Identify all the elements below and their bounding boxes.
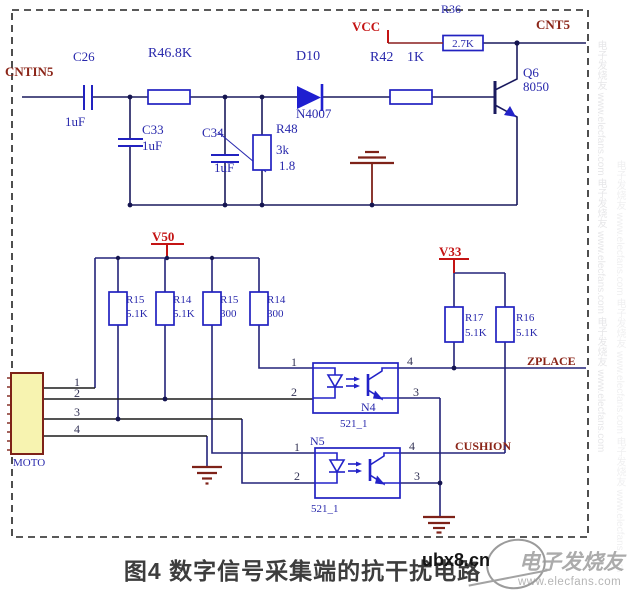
power-label-vcc: VCC bbox=[352, 19, 380, 34]
power-label-v33: V33 bbox=[439, 244, 462, 259]
n4-pin-1: 1 bbox=[291, 355, 297, 369]
val-n4: 521_1 bbox=[340, 418, 368, 430]
schematic-dashed-border bbox=[11, 9, 589, 538]
watermark-side-column-2: 电子发烧友 www.elecfans.com 电子发烧友 www.elecfan… bbox=[614, 160, 625, 573]
ref-r42: R42 bbox=[370, 50, 393, 65]
watermark-elecfans-url: www.elecfans.com bbox=[518, 576, 622, 588]
mid-section-wires bbox=[94, 257, 586, 517]
val-r17: 5.1K bbox=[465, 327, 487, 339]
val-r15a: 5.1K bbox=[126, 308, 148, 320]
n5-pin-1: 1 bbox=[294, 440, 300, 454]
n5-pin-3: 3 bbox=[414, 469, 420, 483]
resistor-r48 bbox=[252, 134, 272, 171]
capacitor-c34 bbox=[211, 154, 239, 163]
ground-top-icon bbox=[350, 150, 394, 205]
top-section-wires bbox=[22, 42, 586, 206]
resistor-r42 bbox=[389, 89, 433, 105]
ref-r46: R46.8K bbox=[148, 46, 192, 61]
val-d10: N4007 bbox=[296, 106, 332, 121]
ref-r16: R16 bbox=[516, 312, 535, 324]
capacitor-c26 bbox=[83, 85, 93, 110]
ref-n4: N4 bbox=[361, 400, 376, 414]
transistor-q6-emitter-arrow bbox=[504, 106, 516, 117]
resistor-r46 bbox=[147, 89, 191, 105]
net-label-cushion: CUSHION bbox=[455, 439, 511, 453]
ref-r48: R48 bbox=[276, 121, 298, 136]
junction-dots bbox=[115, 40, 520, 486]
n4-pin-3: 3 bbox=[413, 385, 419, 399]
watermark-side-column-1: 电子发烧友 www.elecfans.com 电子发烧友 www.elecfan… bbox=[595, 40, 606, 453]
capacitor-c33 bbox=[118, 138, 143, 147]
power-label-v50: V50 bbox=[152, 229, 174, 244]
watermark-elecfans-brand: 电子发烧友 bbox=[519, 551, 624, 574]
val-r42: 1K bbox=[407, 50, 424, 65]
ref-moto: MOTO bbox=[13, 457, 45, 469]
pin-numbers: 1 2 3 4 1 2 4 3 1 2 4 3 bbox=[74, 354, 420, 483]
diode-d10 bbox=[297, 84, 324, 111]
val-r15b: 300 bbox=[220, 308, 237, 320]
ref-c33: C33 bbox=[142, 122, 164, 137]
ref-r15a: R15 bbox=[126, 294, 145, 306]
figure-caption: 图4 数字信号采集端的抗干扰电路 bbox=[123, 558, 482, 584]
ref-q6: Q6 bbox=[523, 65, 539, 80]
ref-c26: C26 bbox=[73, 49, 95, 64]
conn-pin-1: 1 bbox=[74, 375, 80, 389]
net-label-cnt5: CNT5 bbox=[536, 17, 570, 32]
val-n5: 521_1 bbox=[311, 503, 339, 515]
ref-r17: R17 bbox=[465, 312, 484, 324]
net-label-zplace: ZPLACE bbox=[527, 354, 576, 368]
v33-branch bbox=[439, 258, 469, 273]
n5-pin-2: 2 bbox=[294, 469, 300, 483]
conn-pin-2: 2 bbox=[74, 386, 80, 400]
ref-r36: R36 bbox=[441, 2, 461, 16]
optocoupler-n4 bbox=[311, 361, 400, 415]
vcc-branch bbox=[387, 30, 443, 44]
pullup-resistors bbox=[108, 291, 515, 343]
val-q6: 8050 bbox=[523, 79, 549, 94]
conn-pin-3: 3 bbox=[74, 405, 80, 419]
n5-pin-4: 4 bbox=[409, 439, 415, 453]
val-c33: 1uF bbox=[142, 138, 162, 153]
optocoupler-n5 bbox=[313, 446, 402, 500]
v50-branch bbox=[151, 243, 184, 258]
n4-pin-2: 2 bbox=[291, 385, 297, 399]
val-r36: 2.7K bbox=[452, 38, 474, 50]
ref-r15b: R15 bbox=[220, 294, 239, 306]
ground-opto-icon bbox=[423, 515, 455, 534]
ref-r14a: R14 bbox=[173, 294, 192, 306]
val-r14b: 300 bbox=[267, 308, 284, 320]
connector-pin-wires bbox=[43, 387, 313, 437]
n4-pin-4: 4 bbox=[407, 354, 413, 368]
val-r48: 3k bbox=[276, 142, 290, 157]
ground-connector-icon bbox=[192, 465, 222, 485]
ref-r14b: R14 bbox=[267, 294, 286, 306]
ref-n5: N5 bbox=[310, 434, 325, 448]
conn-pin-4: 4 bbox=[74, 422, 80, 436]
val-r16: 5.1K bbox=[516, 327, 538, 339]
val-c34: 1uF bbox=[214, 160, 234, 175]
extra-r48: 1.8 bbox=[279, 158, 295, 173]
ref-c34: C34 bbox=[202, 125, 224, 140]
ref-d10: D10 bbox=[296, 49, 320, 64]
watermark-ubx8: ubx8.cn bbox=[422, 550, 491, 570]
val-r14a: 5.1K bbox=[173, 308, 195, 320]
val-c26: 1uF bbox=[65, 114, 85, 129]
connector-moto bbox=[7, 372, 44, 455]
net-label-cntin5: CNTIN5 bbox=[5, 64, 54, 79]
